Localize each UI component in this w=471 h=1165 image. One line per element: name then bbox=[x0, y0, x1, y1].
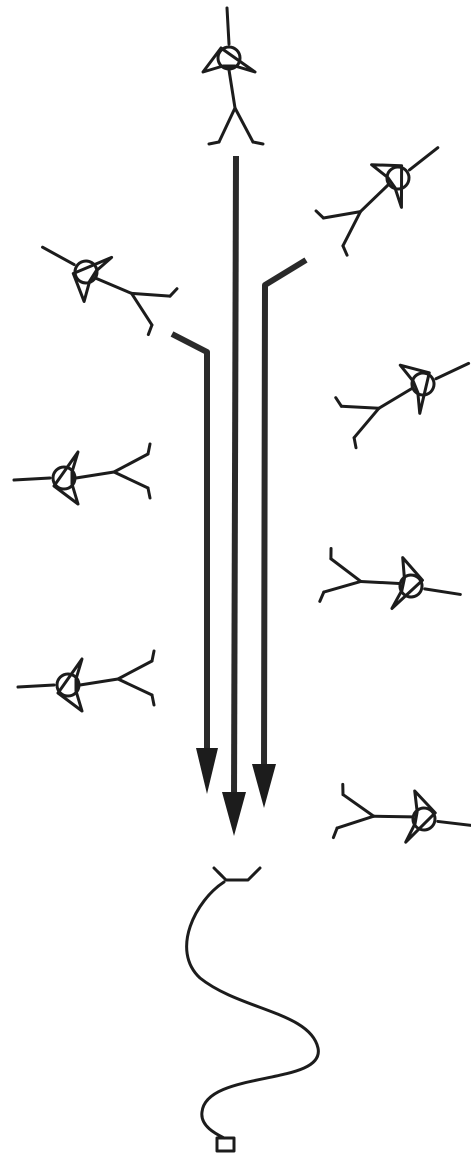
figure-right-3 bbox=[331, 776, 471, 863]
arrow-right bbox=[252, 257, 308, 808]
figure-top bbox=[201, 6, 265, 146]
parachute-cord-icon bbox=[185, 866, 320, 1153]
figure-left-1 bbox=[12, 442, 152, 506]
arrow-left bbox=[170, 331, 218, 794]
figure-upper-left bbox=[28, 215, 179, 342]
figure-left-2 bbox=[16, 649, 156, 713]
arrow-center bbox=[222, 155, 246, 836]
figure-right-1 bbox=[332, 339, 471, 450]
figure-upper-right bbox=[311, 126, 460, 257]
figure-right-2 bbox=[318, 541, 467, 632]
